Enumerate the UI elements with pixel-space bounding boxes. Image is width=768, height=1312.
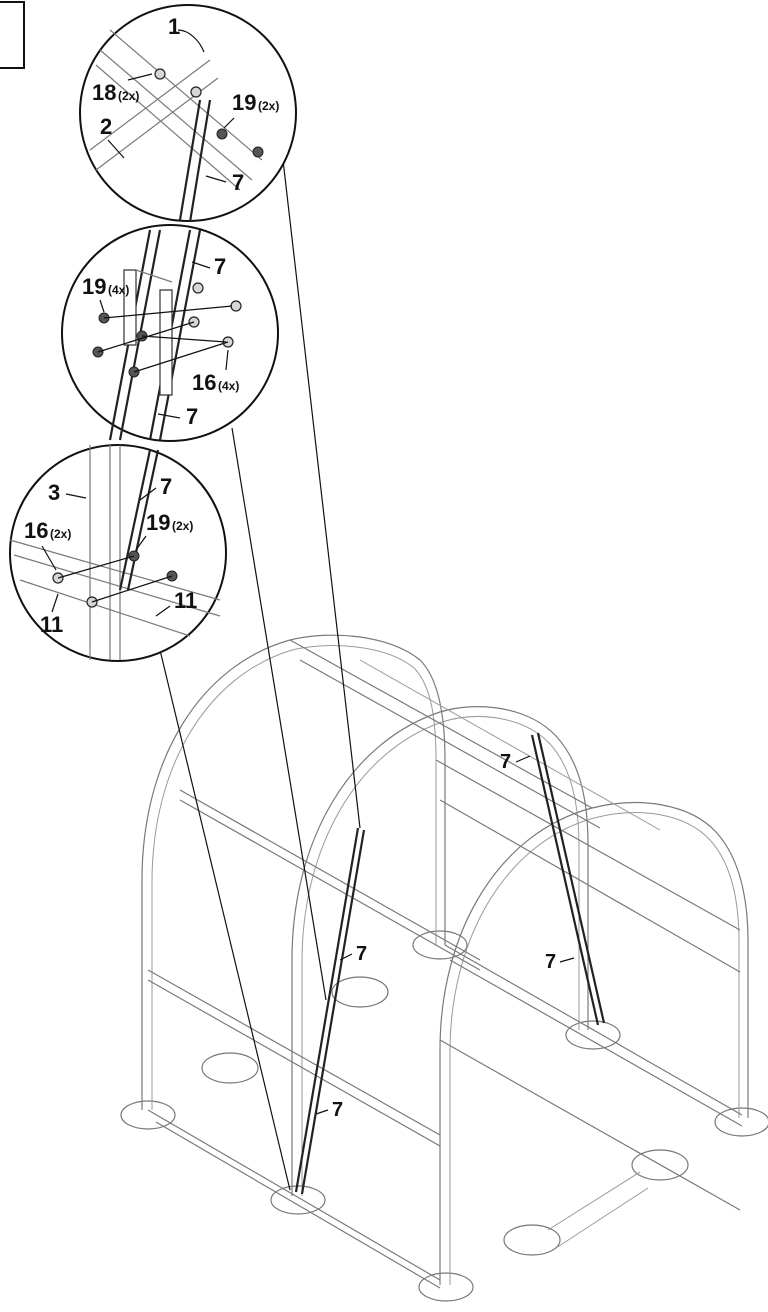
label-part-7-bottom: 7 <box>186 404 198 429</box>
bolt-icon <box>230 300 242 312</box>
label-qty-19: (2x) <box>172 519 193 533</box>
nut-icon <box>216 128 228 140</box>
detail-bottom: 3 7 16 (2x) 19 (2x) 11 11 <box>9 444 227 662</box>
base-bar-left <box>147 1109 441 1289</box>
label-part-19: 19 <box>232 90 256 115</box>
side-bar-right <box>435 759 741 973</box>
label-arrow <box>51 593 59 613</box>
ground-pad <box>270 1185 326 1215</box>
label-arrow <box>157 413 181 419</box>
label-part-16: 16 <box>192 370 216 395</box>
label-part-7-top: 7 <box>214 254 226 279</box>
brace-set <box>294 732 606 1195</box>
label-arrow <box>205 175 227 183</box>
detail-circle-bottom <box>9 444 227 662</box>
ground-pad <box>120 1100 176 1130</box>
leader-top-detail <box>282 159 361 829</box>
step-box-corner <box>0 1 25 69</box>
label-part-19: 19 <box>146 510 170 535</box>
label-brace-right-bottom: 7 <box>545 951 556 973</box>
base-bar-right <box>444 944 743 1127</box>
detail-brace <box>178 99 212 223</box>
bolt-icon <box>154 68 166 80</box>
label-arrow <box>99 299 105 313</box>
detail-circle-top <box>79 4 297 222</box>
label-arrow <box>191 261 211 269</box>
detail-brace <box>118 449 160 591</box>
label-brace-front-bottom: 7 <box>332 1099 343 1121</box>
middle-arch-inner <box>301 716 580 1196</box>
front-arch <box>439 802 749 1285</box>
label-arrow <box>559 957 575 963</box>
back-arch-inner <box>151 645 437 1110</box>
side-bar-left <box>179 789 481 971</box>
ground-pad <box>201 1052 259 1084</box>
label-arrow <box>139 487 157 501</box>
label-qty-16: (4x) <box>218 379 239 393</box>
ground-bar <box>547 1171 649 1249</box>
label-part-1: 1 <box>168 14 180 39</box>
label-part-16: 16 <box>24 518 48 543</box>
ground-pad <box>565 1020 621 1050</box>
middle-arch <box>291 706 589 1196</box>
ground-pad <box>714 1107 768 1137</box>
label-part-7: 7 <box>232 170 244 195</box>
label-arrow <box>41 545 57 571</box>
label-arrow <box>135 535 147 551</box>
label-arrow <box>155 605 171 617</box>
front-arch-inner <box>449 812 740 1285</box>
label-arrow <box>339 953 353 961</box>
label-brace-right-top: 7 <box>500 751 511 773</box>
label-arrow <box>177 29 205 53</box>
label-qty-16: (2x) <box>50 527 71 541</box>
detail-middle: 7 19 (4x) 16 (4x) 7 <box>61 224 279 442</box>
ground-pad <box>331 976 389 1008</box>
greenhouse-frame <box>120 634 768 1302</box>
label-qty-19: (4x) <box>108 283 129 297</box>
ridge-bar-2 <box>359 659 661 831</box>
label-arrow <box>515 755 531 763</box>
ground-pad <box>418 1272 474 1302</box>
low-bar-left <box>147 969 441 1147</box>
label-arrow <box>223 117 235 129</box>
bracket-plate <box>159 289 173 396</box>
label-brace-front-top: 7 <box>356 943 367 965</box>
label-part-19: 19 <box>82 274 106 299</box>
label-qty-18: (2x) <box>118 89 139 103</box>
detail-top: 1 18 (2x) 19 (2x) 2 7 <box>79 4 297 223</box>
label-arrow <box>65 493 87 499</box>
bolt-icon <box>190 86 202 98</box>
bolt-lines <box>97 305 233 373</box>
brace-right <box>530 732 606 1026</box>
label-arrow <box>315 1109 329 1115</box>
brace-front <box>294 827 366 1195</box>
ground-pad <box>412 930 468 960</box>
low-bar-front <box>439 1039 741 1211</box>
leader-bottom-detail <box>159 649 291 1191</box>
label-part-11-left: 11 <box>40 612 63 637</box>
label-part-7: 7 <box>160 474 172 499</box>
detail-post <box>89 445 121 660</box>
label-arrow <box>107 139 125 159</box>
label-qty-19: (2x) <box>258 99 279 113</box>
detail-leaders <box>159 159 361 1191</box>
bolt-lines <box>57 555 173 603</box>
leader-middle-detail <box>231 427 327 1001</box>
label-part-3: 3 <box>48 480 60 505</box>
label-arrow <box>127 73 153 81</box>
nut-icon <box>252 146 264 158</box>
label-part-11-right: 11 <box>174 588 197 613</box>
bracket-plate <box>123 269 137 346</box>
detail-tube-1 <box>95 29 263 191</box>
label-part-18: 18 <box>92 80 116 105</box>
label-arrow <box>225 349 229 371</box>
bolt-icon <box>192 282 204 294</box>
bracket-edge <box>135 269 173 283</box>
ground-pad <box>503 1224 561 1256</box>
label-part-2: 2 <box>100 114 112 139</box>
back-arch <box>141 634 446 1110</box>
